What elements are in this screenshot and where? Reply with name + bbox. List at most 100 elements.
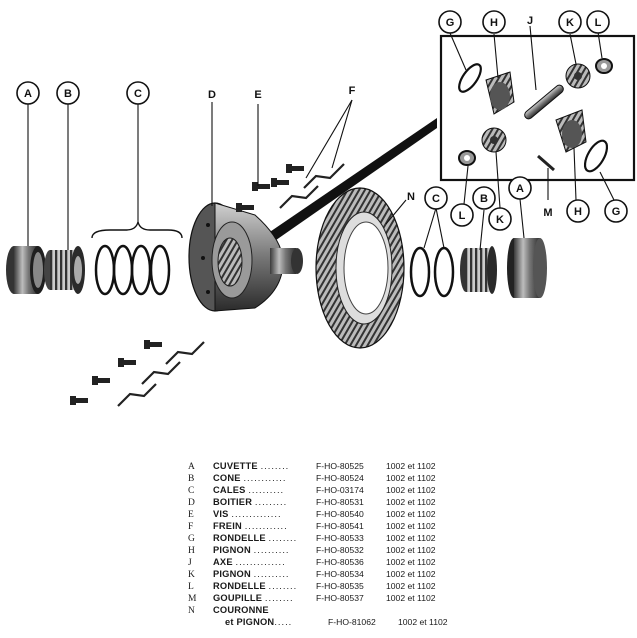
legend-part-name: GOUPILLE ........: [213, 593, 294, 603]
inset-washer-g-bottom: [583, 139, 609, 173]
legend-reference: F-HO-80525: [316, 461, 364, 471]
ring-gear: [315, 187, 405, 349]
legend-row: C CALES .......... F-HO-03174 1002 et 1102: [186, 484, 486, 496]
legend-applicability: 1002 et 1102: [386, 593, 436, 603]
lock-plates-lower: [117, 341, 205, 407]
callout-h-bottom: H: [566, 199, 590, 223]
inset-frame: [439, 34, 636, 182]
legend-letter: D: [188, 498, 195, 508]
legend-reference: F-HO-03174: [316, 485, 364, 495]
shims-brace: [91, 221, 183, 239]
callout-g-top: G: [438, 10, 462, 34]
callout-l-top: L: [586, 10, 610, 34]
label-n: N: [407, 191, 415, 203]
inset-shaft-j: [524, 84, 564, 120]
legend-applicability: 1002 et 1102: [386, 521, 436, 531]
legend-reference: F-HO-80537: [316, 593, 364, 603]
svg-text:G: G: [446, 17, 455, 29]
inset-pinion-h-top: [485, 71, 515, 115]
label-f: F: [349, 85, 356, 97]
legend-reference: F-HO-80531: [316, 497, 364, 507]
callout-a-right: A: [508, 176, 532, 200]
legend-reference: F-HO-80533: [316, 533, 364, 543]
svg-text:L: L: [459, 210, 466, 222]
legend-applicability: 1002 et 1102: [386, 461, 436, 471]
inset-pointer: [258, 118, 437, 247]
label-m: M: [543, 207, 552, 219]
callout-a-left: A: [16, 81, 40, 105]
callout-b-left: B: [56, 81, 80, 105]
screws-lower: [70, 340, 162, 405]
label-e: E: [254, 89, 261, 101]
inset-washer-l-mid: [458, 150, 476, 166]
legend-letter: L: [188, 582, 194, 592]
legend-letter: M: [188, 594, 197, 604]
svg-text:H: H: [574, 206, 582, 218]
inset-pin-m: [537, 154, 555, 172]
legend-letter: A: [188, 462, 195, 472]
svg-text:H: H: [490, 17, 498, 29]
inset-pinion-k-mid: [481, 127, 507, 153]
legend-applicability: 1002 et 1102: [386, 581, 436, 591]
legend-part-name: RONDELLE ........: [213, 581, 298, 591]
callout-g-bottom: G: [604, 199, 628, 223]
legend-letter: C: [188, 486, 195, 496]
svg-text:B: B: [480, 193, 488, 205]
callout-h-top: H: [482, 10, 506, 34]
screws-upper: [236, 164, 304, 212]
legend-reference: F-HO-81062: [328, 617, 376, 627]
legend-part-name: BOITIER .........: [213, 497, 288, 507]
legend-applicability: 1002 et 1102: [386, 569, 436, 579]
label-d: D: [208, 89, 216, 101]
cup-right: [507, 238, 547, 298]
legend-reference: F-HO-80534: [316, 569, 364, 579]
legend-applicability: 1002 et 1102: [386, 533, 436, 543]
svg-text:A: A: [516, 183, 524, 195]
callout-c-right: C: [424, 186, 448, 210]
inset-pinion-k-top: [565, 63, 591, 89]
cone-right: [460, 246, 497, 294]
legend-letter: N: [188, 606, 195, 616]
legend-letter: F: [188, 522, 194, 532]
legend-part-name-cont: et PIGNON.....: [225, 617, 293, 627]
legend-letter: J: [188, 558, 192, 568]
legend-part-name: PIGNON ..........: [213, 545, 290, 555]
legend-row: K PIGNON .......... F-HO-80534 1002 et 1102: [186, 568, 486, 580]
svg-text:B: B: [64, 88, 72, 100]
legend-row: L RONDELLE ........ F-HO-80535 1002 et 1102: [186, 580, 486, 592]
legend-part-name: RONDELLE ........: [213, 533, 298, 543]
legend-letter: G: [188, 534, 195, 544]
legend-reference: F-HO-80536: [316, 557, 364, 567]
legend-reference: F-HO-80524: [316, 473, 364, 483]
legend-letter: K: [188, 570, 195, 580]
legend-part-name: COURONNE: [213, 605, 269, 615]
legend-reference: F-HO-80535: [316, 581, 364, 591]
svg-text:C: C: [134, 88, 142, 100]
legend-reference: F-HO-80541: [316, 521, 364, 531]
legend-letter: H: [188, 546, 195, 556]
legend-part-name: PIGNON ..........: [213, 569, 290, 579]
svg-text:A: A: [24, 88, 32, 100]
cup-left: [6, 246, 46, 294]
callout-k-mid: K: [488, 207, 512, 231]
legend-part-name: CALES ..........: [213, 485, 285, 495]
inset-pinion-h-bottom: [555, 109, 587, 153]
callout-k-top: K: [558, 10, 582, 34]
svg-text:K: K: [566, 17, 574, 29]
legend-letter: E: [188, 510, 194, 520]
legend-applicability: 1002 et 1102: [386, 485, 436, 495]
label-j: J: [527, 15, 533, 27]
differential-case: [188, 202, 303, 312]
callout-l-mid: L: [450, 203, 474, 227]
legend-applicability: 1002 et 1102: [386, 557, 436, 567]
svg-text:L: L: [595, 17, 602, 29]
legend-part-name: CONE ............: [213, 473, 287, 483]
